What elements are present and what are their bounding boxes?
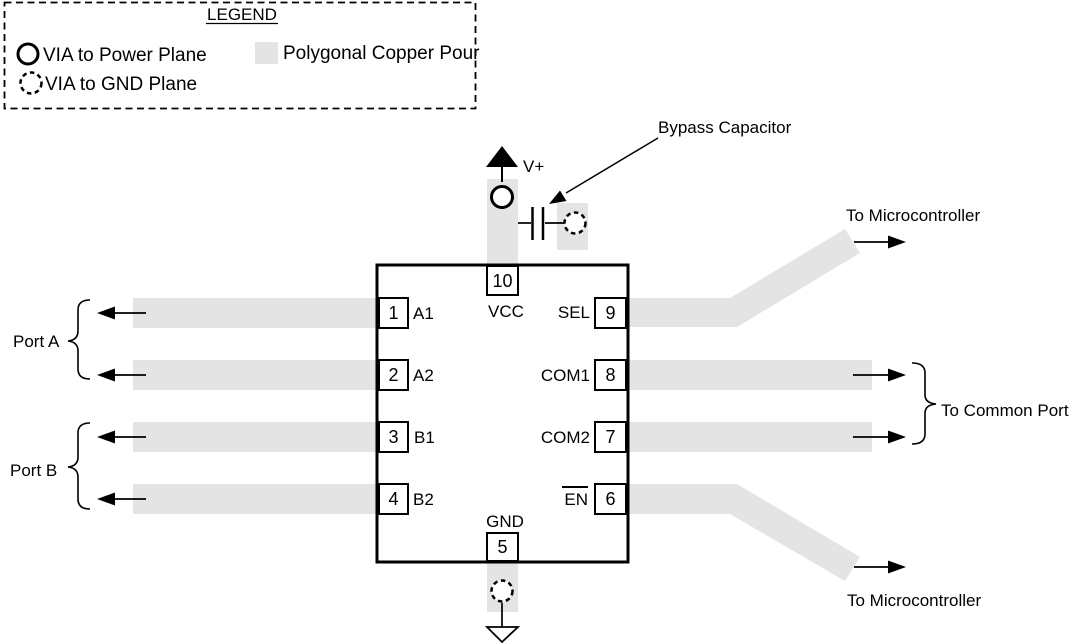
via-power-plane-icon	[490, 185, 514, 209]
pin-2-number: 2	[388, 365, 398, 385]
legend-item-via-power-label: VIA to Power Plane	[43, 45, 207, 66]
pin-5-number: 5	[497, 537, 507, 557]
copper-pour-swatch	[255, 42, 278, 64]
v-plus-label: V+	[523, 157, 544, 176]
pin-com2-label: COM2	[541, 428, 590, 447]
to-microcontroller-bottom-label: To Microcontroller	[847, 591, 981, 610]
arrow-b2-head-icon	[97, 492, 115, 506]
copper-trace-com1	[626, 360, 872, 390]
pin-8-number: 8	[605, 365, 615, 385]
pin-9-number: 9	[605, 303, 615, 323]
copper-trace-en	[626, 484, 860, 581]
pin-1-box	[378, 297, 409, 329]
port-arrows-left	[97, 306, 146, 506]
to-microcontroller-top-label: To Microcontroller	[846, 206, 980, 225]
arrow-en-head-icon	[888, 560, 906, 574]
pin-a2-label: A2	[413, 366, 434, 385]
pin-gnd-label: GND	[486, 512, 524, 531]
copper-pours	[133, 179, 872, 612]
port-b-label: Port B	[10, 461, 57, 480]
arrow-b1-head-icon	[97, 430, 115, 444]
pin-4-box	[378, 483, 409, 515]
pin-6-box	[594, 483, 627, 515]
via-gnd-icon	[19, 71, 43, 95]
arrow-com1-head-icon	[888, 368, 906, 382]
pin-1-number: 1	[388, 303, 398, 323]
pin-sel-label: SEL	[558, 303, 590, 322]
port-a-brace	[67, 299, 91, 380]
pin-en-label: EN	[564, 490, 588, 509]
pin-b1-label: B1	[414, 428, 435, 447]
pin-a1-label: A1	[413, 304, 434, 323]
pin-9-box	[594, 297, 627, 329]
copper-trace-a1	[133, 298, 378, 328]
annotation-labels: Port A Port B To Microcontroller To Comm…	[10, 206, 1069, 610]
arrow-a1-head-icon	[97, 306, 115, 320]
arrow-a2-head-icon	[97, 368, 115, 382]
braces	[67, 299, 937, 510]
arrow-com2-head-icon	[888, 430, 906, 444]
pin-10-box	[486, 265, 519, 296]
pin-7-box	[594, 421, 627, 453]
pin-10-number: 10	[492, 271, 512, 291]
bypass-pointer-line	[565, 137, 659, 194]
legend-item-copper-pour-label: Polygonal Copper Pour	[283, 43, 480, 64]
via-gnd-plane-icon-bottom	[490, 579, 514, 603]
copper-trace-a2	[133, 360, 378, 390]
bypass-capacitor-label: Bypass Capacitor	[658, 118, 792, 137]
arrow-sel-head-icon	[888, 235, 906, 249]
pin-4-number: 4	[388, 489, 398, 509]
ic-pin-boxes	[378, 265, 627, 562]
pin-7-number: 7	[605, 427, 615, 447]
pin-3-box	[378, 421, 409, 453]
port-a-label: Port A	[13, 332, 60, 351]
pin-6-number: 6	[605, 489, 615, 509]
pin-8-box	[594, 359, 627, 391]
pin-5-box	[486, 532, 519, 562]
port-arrows-right	[853, 235, 906, 574]
pin-b2-label: B2	[413, 490, 434, 509]
v-plus-arrow-icon	[486, 146, 518, 167]
copper-trace-b1	[133, 422, 378, 452]
legend-box	[3, 1, 477, 110]
to-common-port-label: To Common Port	[941, 401, 1069, 420]
gnd-symbol-icon	[484, 626, 521, 643]
legend: LEGEND VIA to Power Plane VIA to GND Pla…	[3, 1, 480, 110]
ic-pin-names: A1 A2 B1 B2 GND EN COM2 COM1 SEL VCC	[413, 302, 590, 531]
pin-2-box	[378, 359, 409, 391]
port-b-brace	[67, 422, 91, 510]
legend-title: LEGEND	[207, 5, 277, 24]
legend-item-via-gnd-label: VIA to GND Plane	[45, 74, 197, 95]
bypass-pointer-arrowhead-icon	[549, 190, 567, 204]
via-power-icon	[16, 42, 40, 66]
via-gnd-plane-icon-bypass	[563, 211, 587, 235]
bypass-capacitor: Bypass Capacitor	[518, 118, 792, 240]
power-rail: V+	[486, 146, 544, 209]
ic-pin-numbers: 1 2 3 4 5 6 7 8 9 10	[388, 271, 615, 557]
pin-3-number: 3	[388, 427, 398, 447]
ground-connection	[484, 579, 521, 643]
common-port-brace	[911, 362, 937, 445]
copper-trace-com2	[626, 422, 872, 452]
pin-com1-label: COM1	[541, 366, 590, 385]
copper-trace-b2	[133, 484, 378, 514]
copper-trace-sel	[626, 229, 860, 327]
pin-vcc-label: VCC	[488, 302, 524, 321]
